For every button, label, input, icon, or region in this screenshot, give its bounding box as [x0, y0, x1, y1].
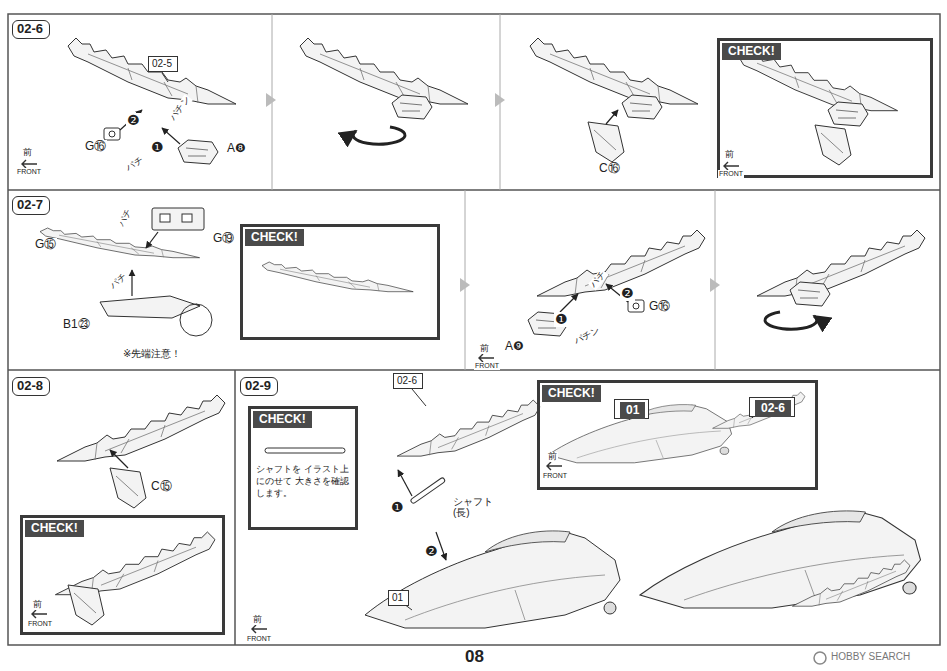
front-icon-text: 前 [547, 452, 558, 462]
front-icon-text: 前 [252, 615, 263, 625]
front-icon-text: FRONT [474, 362, 500, 370]
part-callout: 01 [614, 399, 649, 419]
check-panel: CHECK! 01 02-6 [537, 380, 818, 490]
part-name: シャフト (長) [452, 496, 498, 518]
step-number: 02-9 [245, 378, 273, 394]
check-heading: CHECK! [542, 385, 601, 402]
step-number: 02-6 [17, 21, 45, 37]
part-callout: 02-6 [397, 374, 419, 387]
callout-number: ❶ [554, 312, 569, 327]
check-heading: CHECK! [245, 229, 304, 246]
part-number: G⑮ [34, 238, 57, 251]
front-icon-text: FRONT [718, 170, 744, 178]
check-heading: CHECK! [722, 43, 781, 60]
check-heading: CHECK! [253, 411, 312, 428]
check-note: シャフトを イラスト上にのせて 大きさを確認します。 [256, 463, 354, 499]
step-number: 02-6 [12, 20, 50, 39]
callout-number: ❷ [620, 286, 635, 301]
part-callout: 02-6 [755, 400, 791, 417]
part-callout: 01 [392, 591, 405, 604]
part-callout: 02-5 [152, 57, 174, 70]
snap-sound: パチ [108, 271, 130, 291]
front-icon-text: 前 [22, 148, 33, 158]
front-icon-text: FRONT [27, 620, 53, 628]
part-callout: 01 [620, 402, 645, 419]
part-number: C⑮ [150, 480, 173, 493]
part-callout: 02-5 [148, 56, 178, 72]
check-panel: CHECK! シャフトを イラスト上にのせて 大きさを確認します。 [248, 406, 358, 530]
callout-number: ❶ [390, 500, 405, 515]
check-panel: CHECK! [717, 38, 933, 178]
page-number: 08 [464, 648, 485, 667]
step-number: 02-7 [17, 197, 45, 213]
callout-number: ❷ [424, 544, 439, 559]
part-number: A❽ [226, 142, 247, 155]
check-panel: CHECK! [240, 224, 440, 340]
part-number: G⑯ [84, 140, 107, 153]
front-icon-text: 前 [479, 344, 490, 354]
note: ※先端注意！ [122, 348, 182, 359]
part-callout: 02-6 [393, 373, 423, 389]
step-number: 02-9 [240, 377, 278, 396]
check-panel: CHECK! [20, 515, 225, 635]
part-number: B1㉓ [62, 318, 91, 331]
part-callout: 01 [388, 590, 409, 606]
front-icon-text: FRONT [542, 472, 568, 480]
snap-sound: パチ [116, 207, 135, 229]
step-number: 02-7 [12, 196, 50, 215]
front-icon-text: 前 [724, 150, 735, 160]
check-heading: CHECK! [25, 520, 84, 537]
callout-number: ❶ [150, 140, 165, 155]
front-icon-text: 前 [32, 600, 43, 610]
step-number: 02-8 [17, 378, 45, 394]
front-icon-text: FRONT [246, 635, 272, 643]
front-icon-text: FRONT [16, 168, 42, 176]
step-number: 02-8 [12, 377, 50, 396]
part-callout: 02-6 [749, 397, 795, 417]
part-number: G⑯ [648, 300, 671, 313]
part-number: G⑲ [212, 232, 235, 245]
snap-sound: パチン [572, 326, 602, 347]
part-number: A❾ [504, 340, 525, 353]
callout-number: ❷ [126, 113, 141, 128]
part-number: C⑯ [598, 162, 621, 175]
snap-sound: パチ [124, 155, 146, 174]
watermark: HOBBY SEARCH [830, 651, 911, 662]
